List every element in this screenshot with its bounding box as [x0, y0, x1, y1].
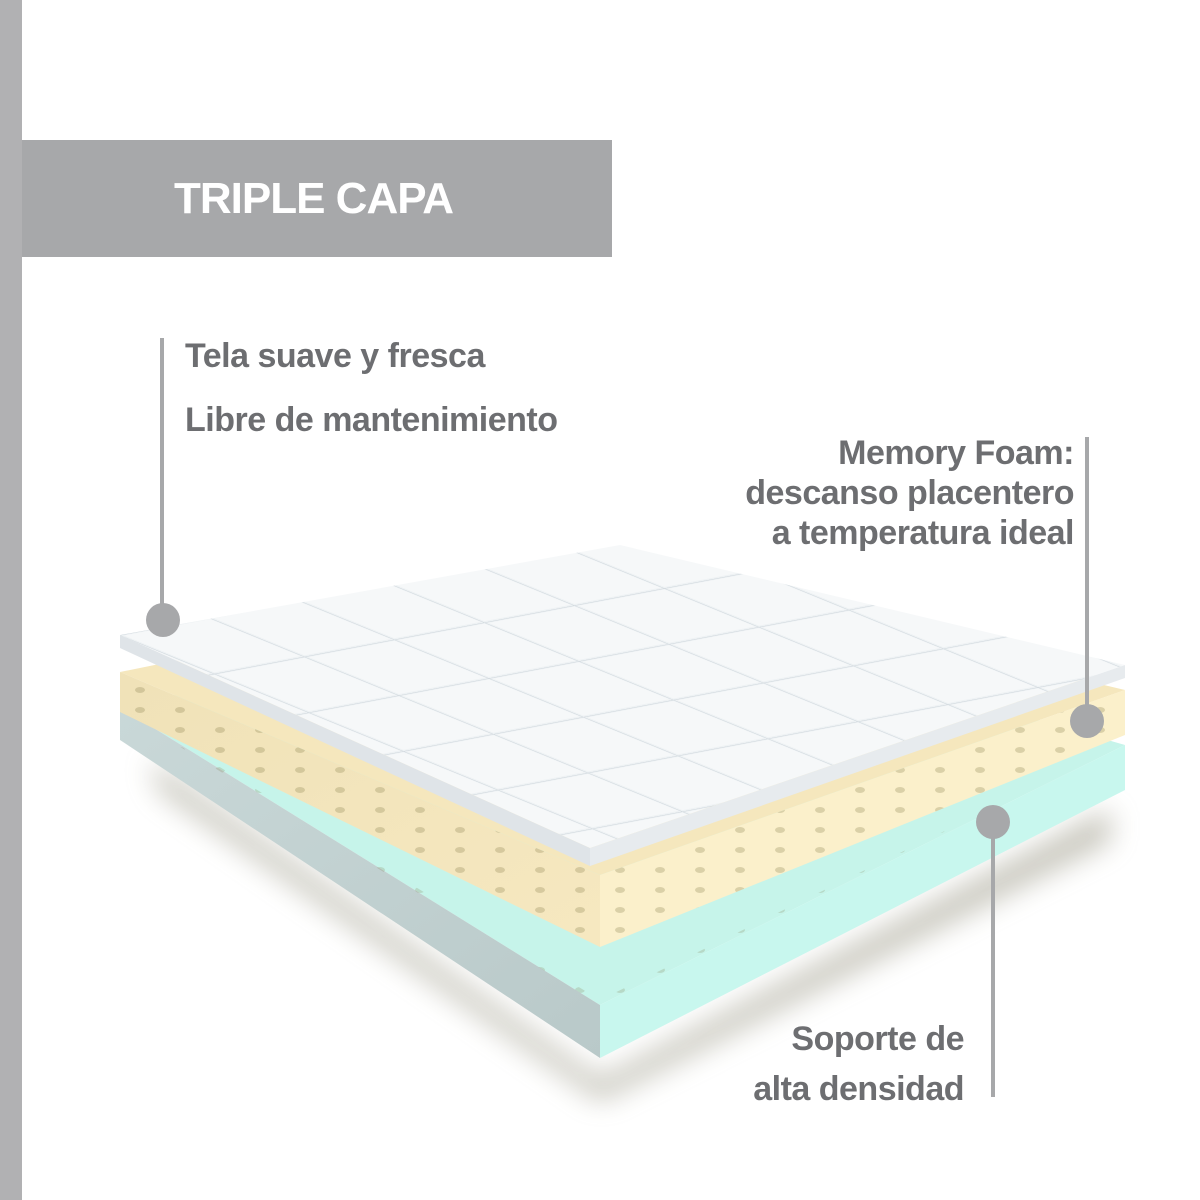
- quilted-top-layer: [120, 545, 1125, 866]
- callout-bottom: [976, 805, 1010, 1097]
- callout-top: [146, 338, 180, 637]
- memory-foam-line-3: a temperatura ideal: [771, 514, 1075, 552]
- support-label: Soporte de alta densidad: [753, 1014, 964, 1114]
- page-title: TRIPLE CAPA: [174, 173, 454, 223]
- left-accent-bar: [0, 0, 22, 1200]
- memory-foam-label: Memory Foam: descanso placentero a tempe…: [745, 433, 1074, 553]
- title-banner: TRIPLE CAPA: [22, 140, 612, 257]
- memory-foam-line-1: Memory Foam:: [838, 434, 1074, 472]
- support-line-1: Soporte de: [791, 1020, 964, 1058]
- top-layer-label-1: Tela suave y fresca: [185, 337, 485, 375]
- memory-foam-line-2: descanso placentero: [745, 474, 1074, 512]
- mattress-shadow: [150, 760, 1110, 1100]
- support-line-2: alta densidad: [753, 1070, 964, 1108]
- top-layer-label-2: Libre de mantenimiento: [185, 401, 558, 439]
- callout-middle: [1070, 437, 1104, 738]
